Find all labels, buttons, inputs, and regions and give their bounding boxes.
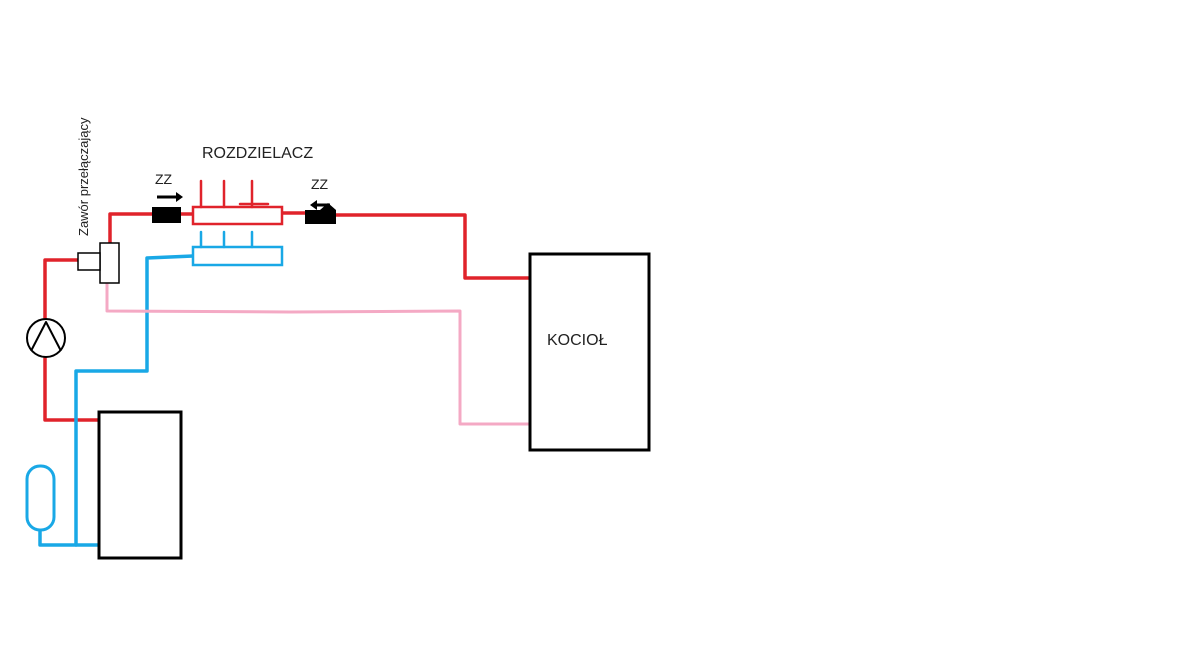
manifold-supply-stubs [199, 179, 270, 209]
return-pipes [38, 254, 195, 547]
buffer-tank [97, 410, 183, 560]
pump-icon [26, 318, 66, 358]
switch-valve-label: Zawór przełączający [76, 117, 91, 236]
supply-pipe-to-boiler [334, 213, 532, 280]
valve-right-body [305, 210, 336, 224]
valve-left-label: ZZ [155, 171, 173, 187]
return-pipe-manifold-to-buffer [74, 254, 195, 547]
supply-pipe-pump-to-buffer [43, 356, 100, 422]
manifold-label: ROZDZIELACZ [202, 145, 313, 162]
boiler: KOCIOŁ [528, 252, 651, 452]
boiler-label: KOCIOŁ [547, 332, 608, 349]
valve-right: ZZ [305, 176, 336, 224]
manifold-supply-bar [191, 205, 284, 226]
boiler-body [528, 252, 651, 452]
supply-pipe-pump-to-switch-valve [43, 258, 80, 322]
arrow-left-icon [310, 200, 330, 210]
switch-valve-actuator [77, 252, 101, 271]
return-pipe-bottom [38, 526, 100, 547]
supply-pipe-switch-valve-up [108, 212, 154, 245]
supply-pipes [43, 211, 532, 422]
switch-valve-body [99, 242, 120, 284]
expansion-vessel-icon [25, 464, 56, 532]
manifold: ROZDZIELACZ [191, 145, 313, 267]
manifold-return-stubs [199, 230, 254, 249]
switch-valve: Zawór przełączający [76, 117, 120, 284]
arrow-right-icon [157, 192, 183, 202]
manifold-return-bar [191, 245, 284, 267]
valve-right-label: ZZ [311, 176, 329, 192]
valve-left: ZZ [152, 171, 183, 223]
secondary-pipe-switch-valve-to-boiler [105, 281, 532, 426]
valve-left-body [152, 207, 181, 223]
secondary-pipes [105, 281, 532, 426]
